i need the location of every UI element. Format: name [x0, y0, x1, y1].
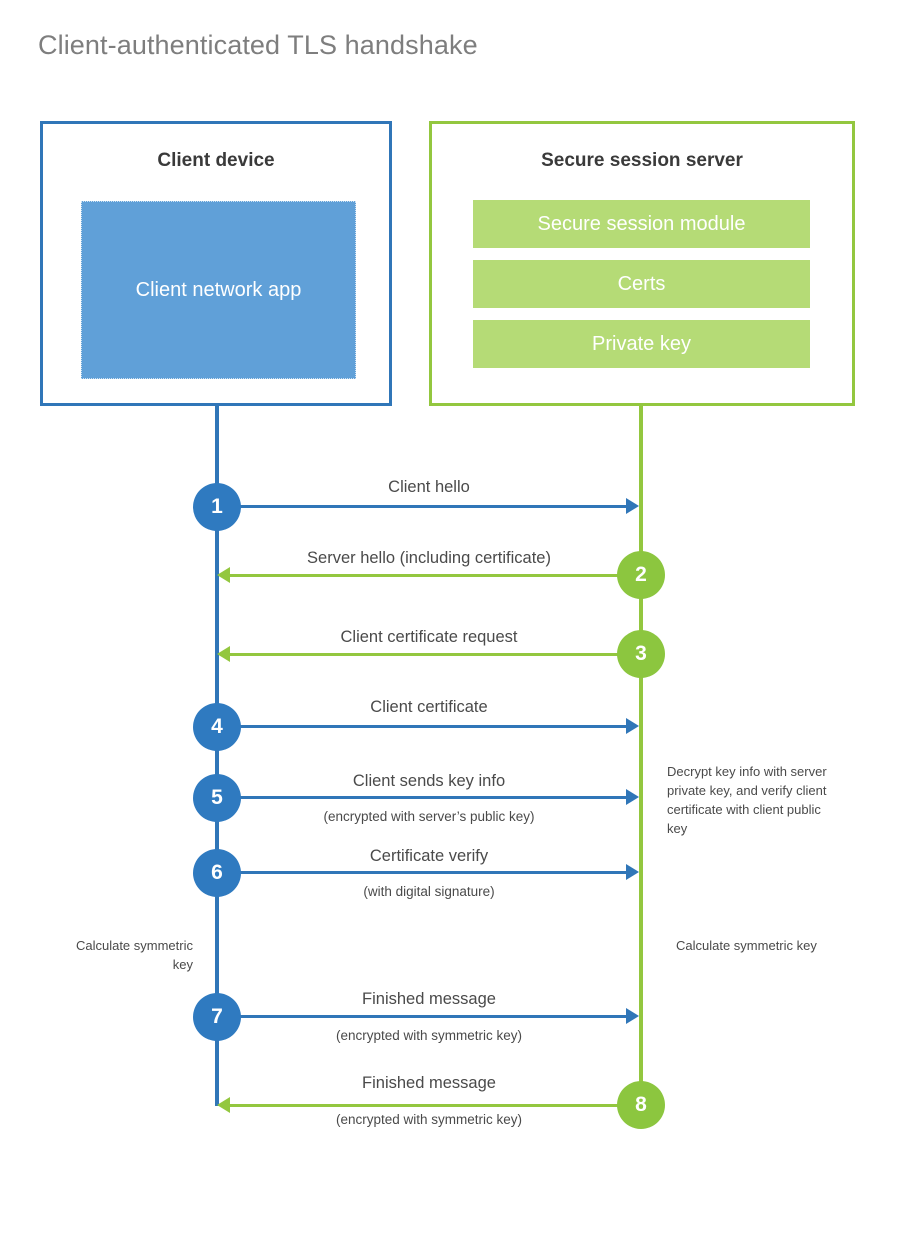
page-title: Client-authenticated TLS handshake: [38, 30, 478, 60]
step-2-arrow-head: [217, 567, 230, 583]
step-2-marker[interactable]: 2: [617, 551, 665, 599]
step-7-marker[interactable]: 7: [193, 993, 241, 1041]
step-1-label: Client hello: [388, 478, 470, 496]
step-6-arrow-line: [217, 871, 626, 874]
step-5-arrow-line: [217, 796, 626, 799]
step-7-label: Finished message: [362, 990, 496, 1008]
step-8-marker[interactable]: 8: [617, 1081, 665, 1129]
client-calculate-symmetric-key-note: Calculate symmetric key: [75, 938, 193, 972]
step-8-arrow-head: [217, 1097, 230, 1113]
step-3-marker[interactable]: 3: [617, 630, 665, 678]
step-8-arrow-line: [230, 1104, 641, 1107]
step-2-label: Server hello (including certificate): [307, 549, 551, 567]
step-5-sublabel: (encrypted with server’s public key): [323, 809, 535, 824]
server-lifeline: [639, 406, 643, 1106]
step-1-arrow-line: [217, 505, 626, 508]
step-3-arrow-line: [230, 653, 641, 656]
step-7-sublabel: (encrypted with symmetric key): [335, 1028, 523, 1043]
step-3-label: Client certificate request: [340, 628, 518, 646]
step-8-sublabel: (encrypted with symmetric key): [335, 1112, 523, 1127]
step-6-marker[interactable]: 6: [193, 849, 241, 897]
server-calculate-symmetric-key-note: Calculate symmetric key: [676, 938, 817, 953]
client-network-app-block: Client network app: [81, 201, 356, 379]
server-module-list: Secure session module Certs Private key: [473, 200, 810, 380]
server-decrypt-note: Decrypt key info with server private key…: [667, 764, 827, 836]
client-lifeline: [215, 406, 219, 1106]
client-device-box: Client device Client network app: [40, 121, 392, 406]
step-7-arrow-line: [217, 1015, 626, 1018]
client-device-title: Client device: [157, 150, 275, 171]
server-module-secure-session-module: Secure session module: [473, 200, 810, 248]
step-4-arrow-line: [217, 725, 626, 728]
step-1-arrow-head: [626, 498, 639, 514]
server-module-private-key: Private key: [473, 320, 810, 368]
step-4-arrow-head: [626, 718, 639, 734]
step-5-arrow-head: [626, 789, 639, 805]
step-2-arrow-line: [230, 574, 641, 577]
step-6-sublabel: (with digital signature): [363, 884, 495, 899]
server-module-certs: Certs: [473, 260, 810, 308]
step-1-marker[interactable]: 1: [193, 483, 241, 531]
step-7-arrow-head: [626, 1008, 639, 1024]
step-4-label: Client certificate: [370, 698, 488, 716]
step-3-arrow-head: [217, 646, 230, 662]
secure-session-server-title: Secure session server: [541, 150, 743, 171]
step-6-arrow-head: [626, 864, 639, 880]
step-6-label: Certificate verify: [369, 847, 489, 865]
step-5-label: Client sends key info: [352, 772, 506, 790]
step-5-marker[interactable]: 5: [193, 774, 241, 822]
step-4-marker[interactable]: 4: [193, 703, 241, 751]
step-8-label: Finished message: [362, 1074, 496, 1092]
secure-session-server-box: Secure session server Secure session mod…: [429, 121, 855, 406]
